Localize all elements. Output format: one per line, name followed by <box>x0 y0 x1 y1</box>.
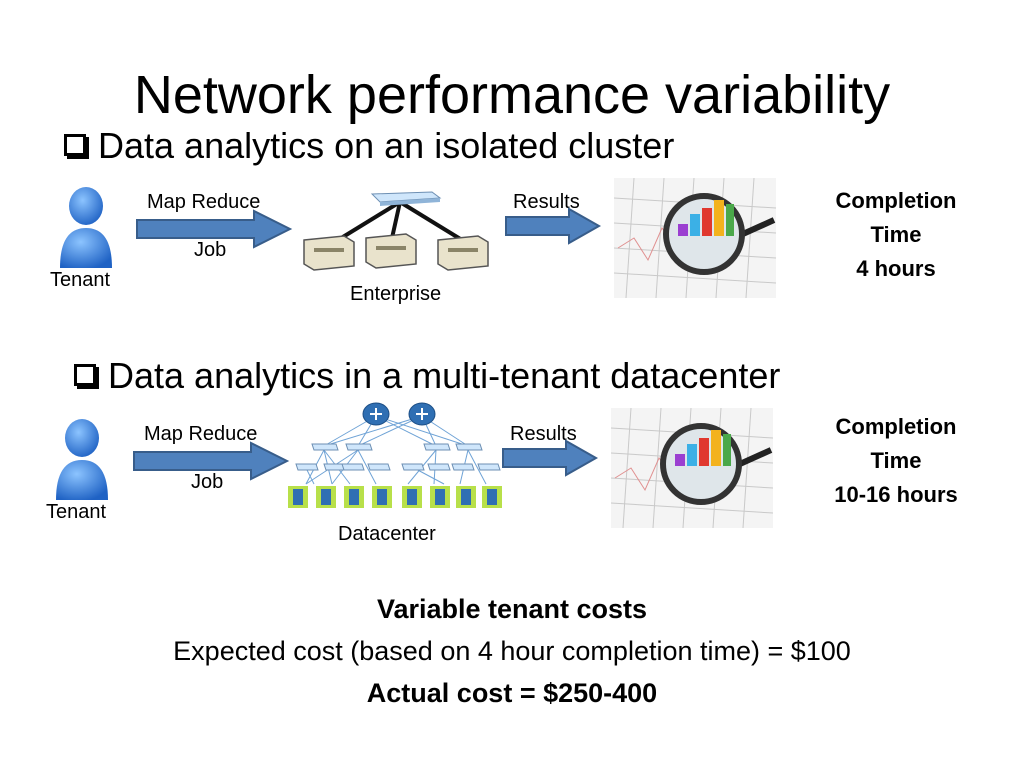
tenant-label: Tenant <box>50 269 111 291</box>
job-arrow-icon <box>136 209 293 249</box>
completion-line: Completion <box>835 414 957 439</box>
results-label: Results <box>510 423 577 445</box>
tenant-label: Tenant <box>46 501 107 523</box>
server-icon <box>365 233 417 269</box>
bullet-isolated-cluster: Data analytics on an isolated cluster <box>64 124 674 168</box>
completion-block-isolated: Completion Time 4 hours <box>816 184 976 286</box>
results-label: Results <box>513 191 580 213</box>
slide-title: Network performance variability <box>133 65 891 125</box>
arrow-bottom-label: Job <box>194 239 227 261</box>
arrow-bottom-label: Job <box>191 471 224 493</box>
actual-cost: Actual cost = $250-400 <box>366 678 658 708</box>
router-icon <box>408 402 436 426</box>
checkbox-bullet-icon <box>74 364 96 386</box>
server-icon <box>303 235 355 271</box>
expected-cost: Expected cost (based on 4 hour completio… <box>173 636 851 666</box>
checkbox-bullet-icon <box>64 134 86 156</box>
tenant-person-icon <box>56 419 108 500</box>
results-arrow-icon <box>502 439 599 477</box>
cost-heading: Variable tenant costs <box>376 594 648 624</box>
datacenter-topology-icon <box>288 402 502 508</box>
server-rack-icons <box>288 486 502 508</box>
analytics-magnifier-icon <box>610 407 774 529</box>
infra-label-datacenter: Datacenter <box>338 523 436 545</box>
router-icon <box>362 402 390 426</box>
bullet-text: Data analytics in a multi-tenant datacen… <box>108 355 781 396</box>
enterprise-cluster-icon <box>303 191 489 271</box>
bullet-multi-tenant: Data analytics in a multi-tenant datacen… <box>74 354 780 398</box>
arrow-top-label: Map Reduce <box>147 191 261 213</box>
server-icon <box>437 235 489 271</box>
completion-block-datacenter: Completion Time 10-16 hours <box>816 410 976 512</box>
arrow-top-label: Map Reduce <box>144 423 258 445</box>
job-arrow-icon <box>133 441 290 481</box>
tenant-person-icon <box>60 187 112 268</box>
completion-time-value: 4 hours <box>856 256 936 281</box>
analytics-magnifier-icon <box>613 177 777 299</box>
completion-line: Time <box>870 222 922 247</box>
results-arrow-icon <box>505 207 602 245</box>
completion-line: Completion <box>835 188 957 213</box>
bullet-text: Data analytics on an isolated cluster <box>98 125 675 166</box>
completion-line: Time <box>870 448 922 473</box>
completion-time-value: 10-16 hours <box>834 482 958 507</box>
infra-label-enterprise: Enterprise <box>350 283 442 305</box>
